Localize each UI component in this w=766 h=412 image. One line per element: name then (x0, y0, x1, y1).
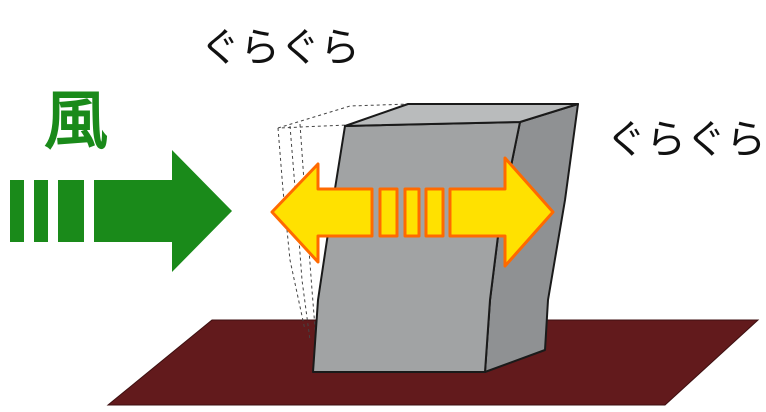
sway-label-right: ぐらぐら (606, 120, 766, 160)
sway-label-top: ぐらぐら (200, 28, 360, 68)
wind-arrow-icon (10, 150, 232, 272)
wind-label: 風 (44, 90, 108, 154)
